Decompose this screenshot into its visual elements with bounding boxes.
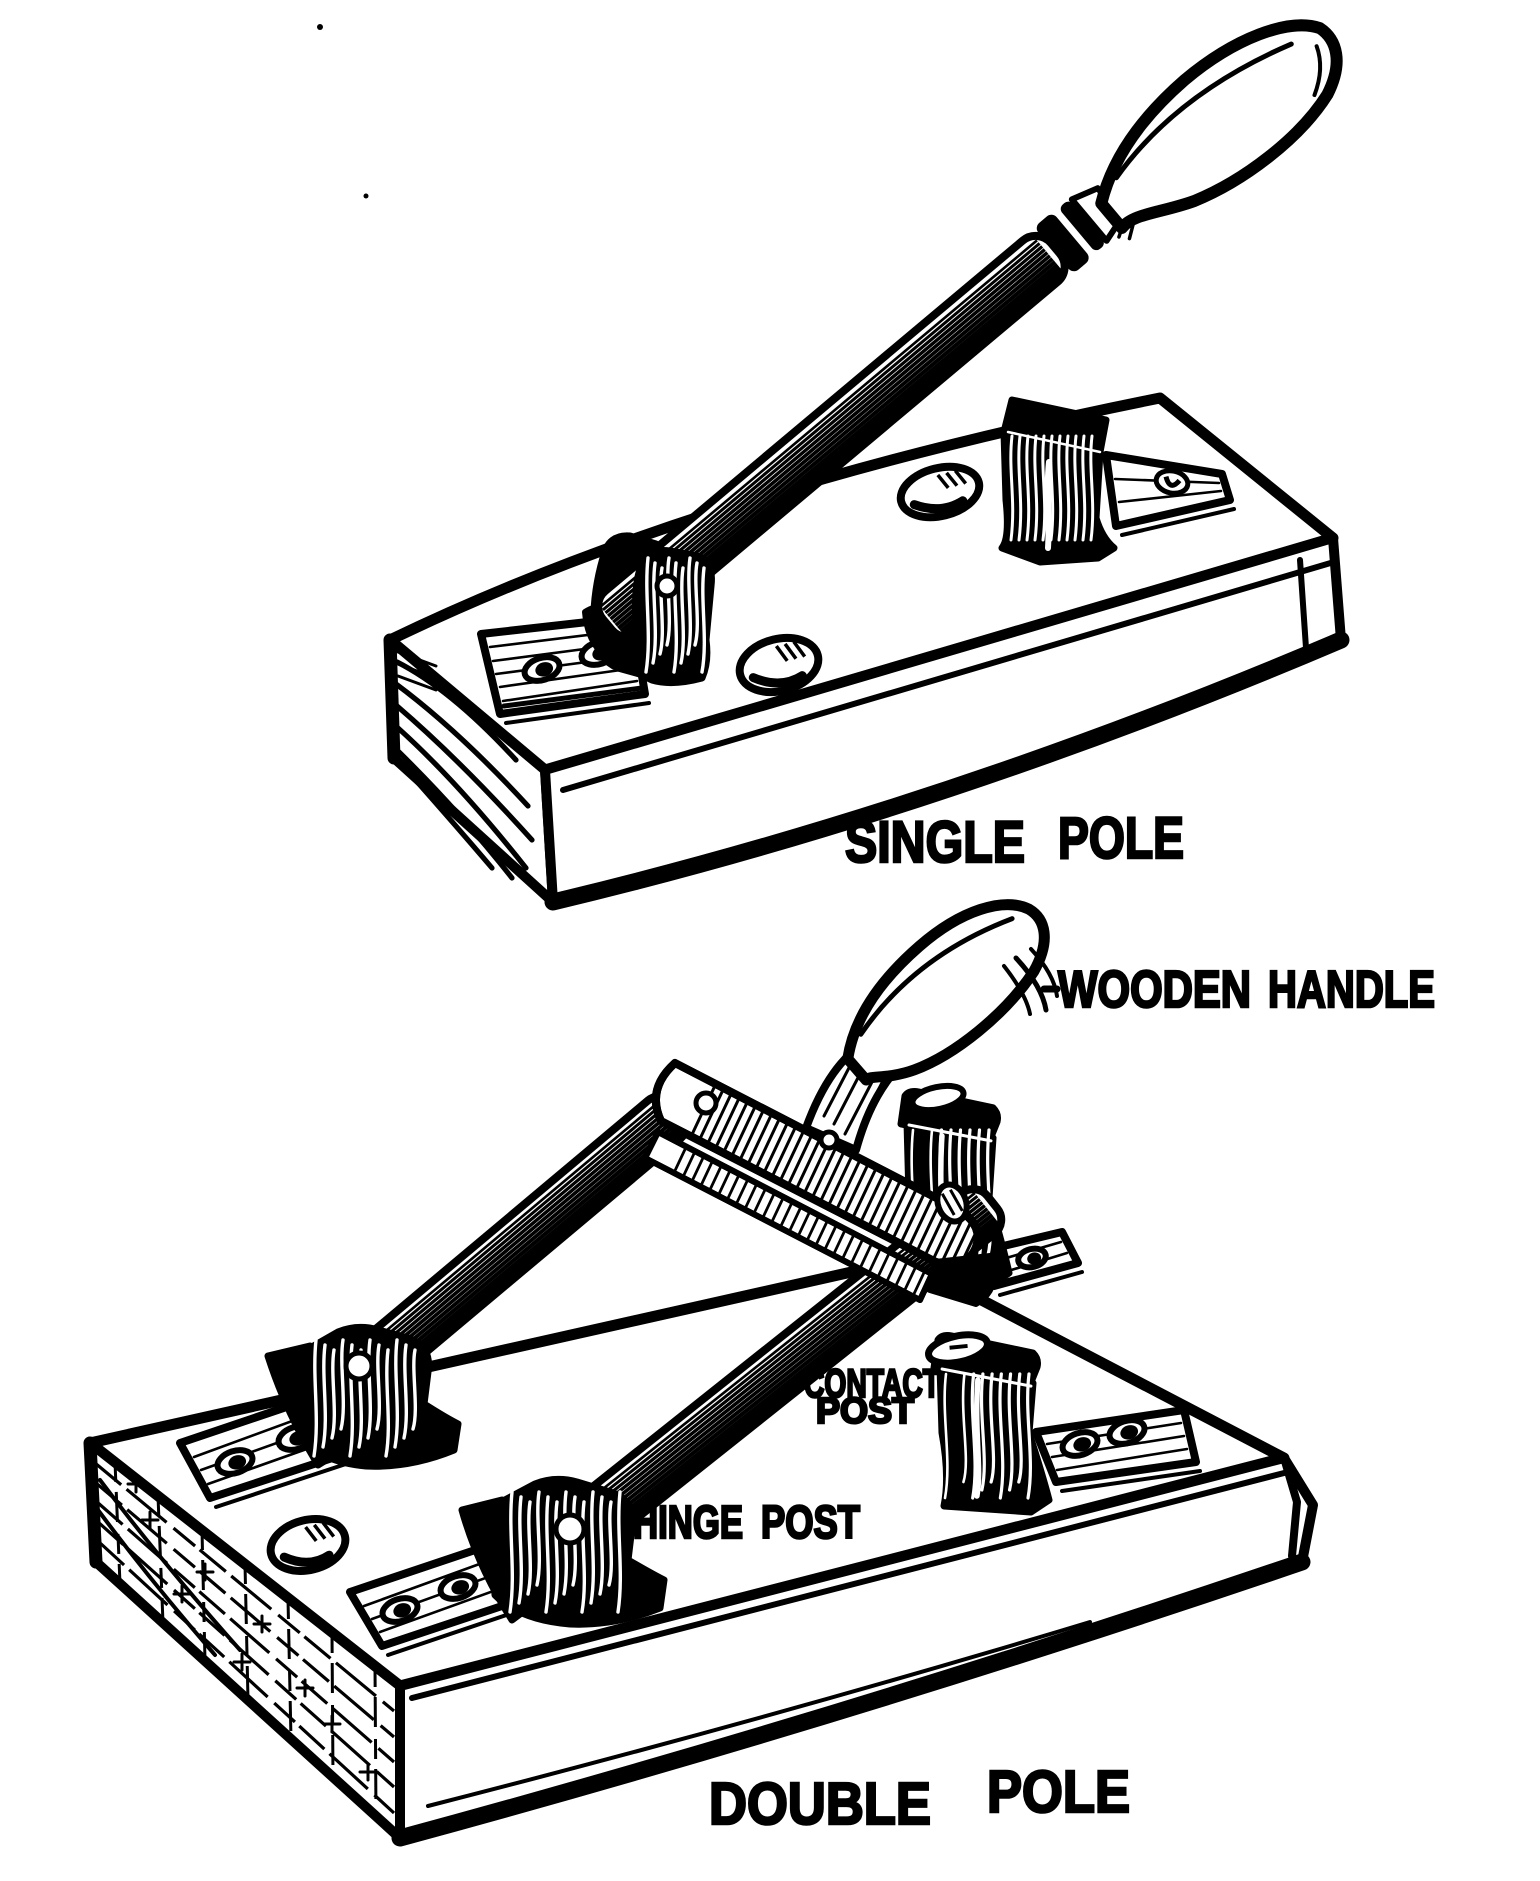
svg-text:POLE: POLE	[987, 1759, 1130, 1825]
svg-text:CONTACT: CONTACT	[804, 1362, 940, 1406]
svg-text:HINGE: HINGE	[633, 1496, 743, 1548]
svg-text:POST: POST	[816, 1390, 914, 1431]
svg-text:DOUBLE: DOUBLE	[709, 1771, 931, 1837]
svg-text:HANDLE: HANDLE	[1268, 961, 1435, 1019]
svg-text:WOODEN: WOODEN	[1058, 961, 1251, 1019]
svg-text:POLE: POLE	[1058, 806, 1184, 871]
svg-text:SINGLE: SINGLE	[845, 810, 1025, 875]
svg-text:POST: POST	[761, 1496, 860, 1548]
